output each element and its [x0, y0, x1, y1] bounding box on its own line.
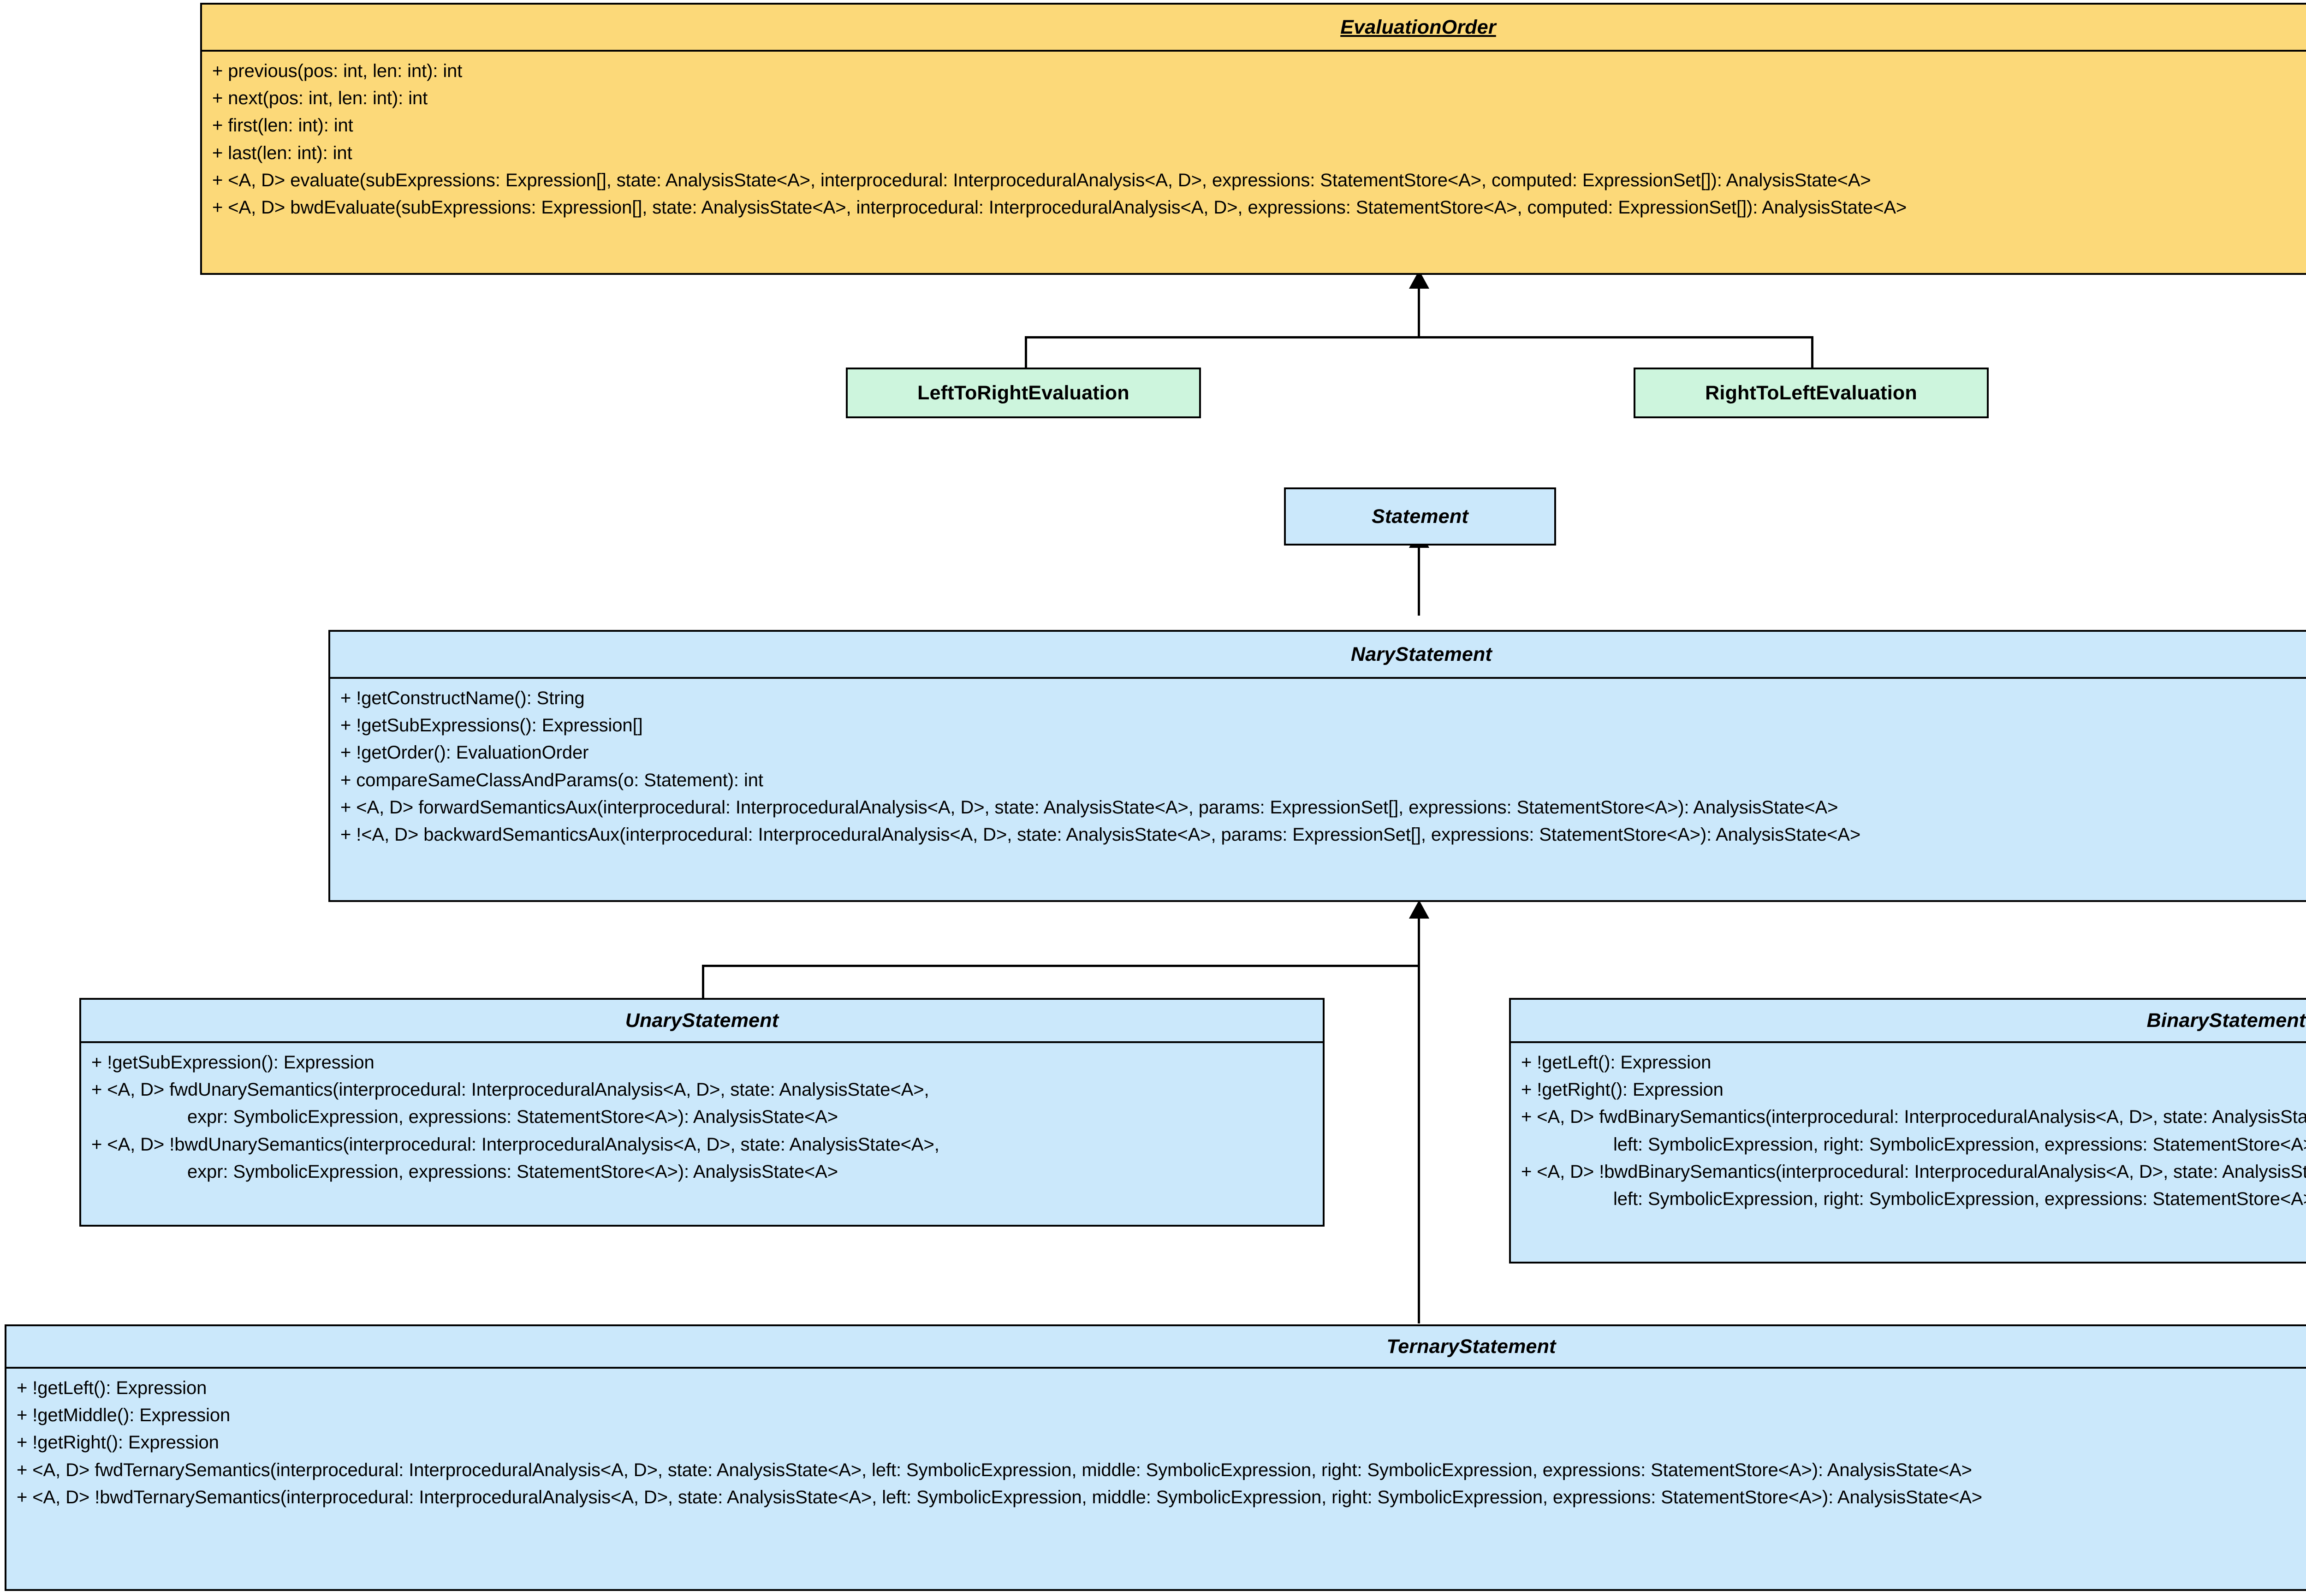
edge-lefttoright-riser [1025, 336, 1027, 368]
class-title-binary-statement: BinaryStatement [2146, 1009, 2306, 1032]
method-row: + compareSameClassAndParams(o: Statement… [340, 770, 763, 790]
method-row-continuation: left: SymbolicExpression, right: Symboli… [1613, 1134, 2306, 1155]
class-box-nary-statement[interactable]: NaryStatement + !getConstructName(): Str… [328, 630, 2306, 902]
class-box-unary-statement[interactable]: UnaryStatement + !getSubExpression(): Ex… [79, 998, 1325, 1227]
class-title-ternary-statement: TernaryStatement [1386, 1335, 1556, 1358]
class-separator-binary-statement [1511, 1041, 2306, 1043]
class-members-evaluation-order: + previous(pos: int, len: int): int + ne… [202, 52, 2306, 227]
method-row: + <A, D> !bwdBinarySemantics(interproced… [1521, 1161, 2306, 1182]
method-row: + !getRight(): Expression [1521, 1080, 1724, 1100]
method-row: + first(len: int): int [212, 115, 353, 136]
method-row: + <A, D> !bwdUnarySemantics(interprocedu… [91, 1134, 939, 1155]
class-title-band-evaluation-order: EvaluationOrder [202, 5, 2306, 50]
class-title-band-right-to-left-evaluation: RightToLeftEvaluation [1635, 369, 1987, 416]
edge-evaluationorder-bus [1025, 336, 1813, 338]
method-row: + <A, D> bwdEvaluate(subExpressions: Exp… [212, 197, 1907, 218]
method-row: + !getOrder(): EvaluationOrder [340, 742, 589, 763]
method-row: + <A, D> forwardSemanticsAux(interproced… [340, 797, 1838, 818]
edge-evaluationorder-stem [1418, 287, 1420, 338]
arrowhead-to-narystatement-ternary [1409, 900, 1429, 919]
class-title-band-binary-statement: BinaryStatement [1511, 1000, 2306, 1041]
method-row: + previous(pos: int, len: int): int [212, 61, 463, 81]
method-row: + <A, D> fwdTernarySemantics(interproced… [17, 1460, 1972, 1480]
edge-unarystatement-riser [702, 965, 704, 998]
edge-righttoleft-riser [1811, 336, 1813, 368]
method-row-continuation: expr: SymbolicExpression, expressions: S… [187, 1107, 838, 1127]
class-title-evaluation-order: EvaluationOrder [1340, 16, 1496, 38]
class-members-binary-statement: + !getLeft(): Expression + !getRight(): … [1511, 1043, 2306, 1219]
edge-narystatement-bus [702, 965, 1419, 967]
method-row: + <A, D> !bwdTernarySemantics(interproce… [17, 1487, 1983, 1507]
class-box-statement[interactable]: Statement [1284, 487, 1556, 546]
edge-ternarystatement-riser [1418, 918, 1420, 1323]
class-box-ternary-statement[interactable]: TernaryStatement + !getLeft(): Expressio… [5, 1324, 2306, 1591]
class-title-nary-statement: NaryStatement [1350, 643, 1492, 665]
class-title-band-statement: Statement [1286, 489, 1554, 544]
method-row: + !getRight(): Expression [17, 1432, 219, 1453]
method-row: + !<A, D> backwardSemanticsAux(interproc… [340, 824, 1861, 845]
edge-statement-stem [1418, 546, 1420, 616]
method-row: + !getSubExpressions(): Expression[] [340, 715, 643, 736]
method-row: + next(pos: int, len: int): int [212, 88, 428, 109]
method-row: + <A, D> fwdBinarySemantics(interprocedu… [1521, 1107, 2306, 1127]
class-title-statement: Statement [1372, 505, 1468, 528]
class-members-nary-statement: + !getConstructName(): String + !getSubE… [330, 679, 2306, 854]
class-title-band-nary-statement: NaryStatement [330, 632, 2306, 677]
class-box-right-to-left-evaluation[interactable]: RightToLeftEvaluation [1634, 368, 1989, 418]
class-members-ternary-statement: + !getLeft(): Expression + !getMiddle():… [6, 1369, 2306, 1517]
method-row: + last(len: int): int [212, 142, 352, 163]
method-row: + !getLeft(): Expression [1521, 1052, 1712, 1073]
class-separator-nary-statement [330, 677, 2306, 679]
method-row: + <A, D> fwdUnarySemantics(interprocedur… [91, 1080, 929, 1100]
class-separator-evaluation-order [202, 50, 2306, 52]
class-separator-ternary-statement [6, 1367, 2306, 1369]
class-title-band-left-to-right-evaluation: LeftToRightEvaluation [848, 369, 1199, 416]
class-box-left-to-right-evaluation[interactable]: LeftToRightEvaluation [846, 368, 1201, 418]
method-row: + <A, D> evaluate(subExpressions: Expres… [212, 170, 1871, 190]
method-row-continuation: left: SymbolicExpression, right: Symboli… [1613, 1188, 2306, 1209]
class-title-band-unary-statement: UnaryStatement [81, 1000, 1323, 1041]
class-separator-unary-statement [81, 1041, 1323, 1043]
method-row: + !getMiddle(): Expression [17, 1405, 231, 1426]
class-box-evaluation-order[interactable]: EvaluationOrder + previous(pos: int, len… [200, 3, 2306, 275]
class-title-unary-statement: UnaryStatement [625, 1009, 779, 1032]
class-box-binary-statement[interactable]: BinaryStatement + !getLeft(): Expression… [1509, 998, 2306, 1264]
method-row: + !getSubExpression(): Expression [91, 1052, 374, 1073]
method-row: + !getConstructName(): String [340, 688, 585, 708]
class-title-left-to-right-evaluation: LeftToRightEvaluation [917, 381, 1129, 404]
method-row: + !getLeft(): Expression [17, 1378, 207, 1398]
method-row-continuation: expr: SymbolicExpression, expressions: S… [187, 1161, 838, 1182]
class-members-unary-statement: + !getSubExpression(): Expression + <A, … [81, 1043, 1323, 1192]
class-title-band-ternary-statement: TernaryStatement [6, 1326, 2306, 1367]
class-title-right-to-left-evaluation: RightToLeftEvaluation [1705, 381, 1917, 404]
